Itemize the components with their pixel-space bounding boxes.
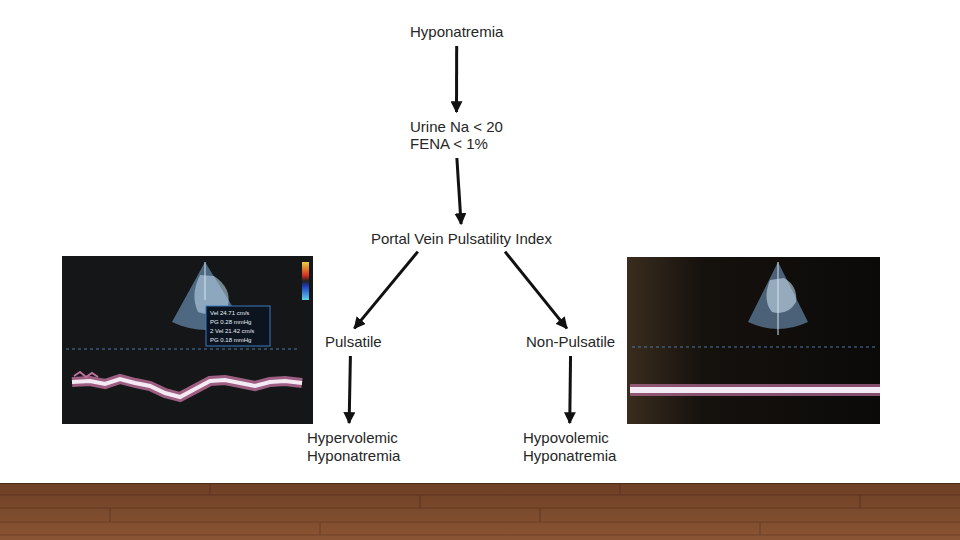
plank-joint — [320, 522, 321, 535]
flow-step: Hyponatremia — [410, 23, 503, 40]
plank-joint — [620, 484, 621, 495]
image-frame — [627, 257, 880, 424]
plank-joint — [420, 495, 421, 508]
step-text: Non-Pulsatile — [526, 333, 615, 350]
measurement-label: Vel 24.71 cm/s — [210, 309, 249, 317]
baseline — [632, 347, 878, 348]
flow-step: Pulsatile — [325, 333, 382, 350]
flow-step: Urine Na < 20FENA < 1% — [410, 118, 503, 152]
measurement-label: PG 0.28 mmHg — [210, 318, 251, 326]
floor-ground — [0, 483, 960, 540]
baseline — [66, 349, 300, 350]
step-text: Portal Vein Pulsatility Index — [371, 230, 552, 247]
flow-step: Portal Vein Pulsatility Index — [371, 230, 552, 247]
plank-joint — [540, 508, 541, 522]
measurement-label: 2 Vel 21.42 cm/s — [210, 327, 254, 335]
measurement-label: PG 0.18 mmHg — [210, 336, 251, 344]
step-text: Hypovolemic Hyponatremia — [523, 429, 616, 465]
cursor-line — [205, 262, 206, 300]
color-scale — [302, 262, 309, 300]
ultrasound-nonpulsatile — [627, 257, 880, 424]
echo-vessel — [766, 278, 796, 313]
plank-line — [0, 535, 960, 536]
plank-joint — [760, 522, 761, 535]
flow-arrow — [505, 252, 567, 329]
flow-step: Hypervolemic Hyponatremia — [307, 429, 400, 465]
flow-arrow — [455, 46, 458, 112]
measurement-box — [206, 306, 270, 346]
doppler-flat-core — [630, 387, 880, 393]
step-text: Hypervolemic Hyponatremia — [307, 429, 400, 465]
plank-line — [0, 495, 960, 496]
ultrasound-pulsatile — [62, 256, 313, 424]
plank-joint — [210, 484, 211, 495]
flow-step: Non-Pulsatile — [526, 333, 615, 350]
doppler-flat-band — [630, 384, 880, 396]
doppler-noise — [74, 372, 98, 377]
plank-line — [0, 522, 960, 523]
step-text: FENA < 1% — [410, 135, 503, 152]
image-frame — [62, 256, 313, 424]
plank-joint — [110, 508, 111, 522]
flow-arrow — [354, 252, 417, 329]
cursor-line — [778, 262, 779, 335]
flow-step: Hypovolemic Hyponatremia — [523, 429, 616, 465]
floor-edge — [0, 483, 960, 484]
flow-arrow — [457, 158, 461, 224]
flow-arrow — [568, 356, 572, 423]
flow-arrow — [349, 356, 350, 423]
wood-floor — [0, 483, 960, 540]
plank-joint — [860, 495, 861, 508]
step-text: Hyponatremia — [410, 23, 503, 40]
step-text: Urine Na < 20 — [410, 118, 503, 135]
doppler-wave — [72, 379, 302, 397]
plank-line — [0, 508, 960, 509]
step-text: Pulsatile — [325, 333, 382, 350]
doppler-wave-core — [72, 379, 302, 397]
